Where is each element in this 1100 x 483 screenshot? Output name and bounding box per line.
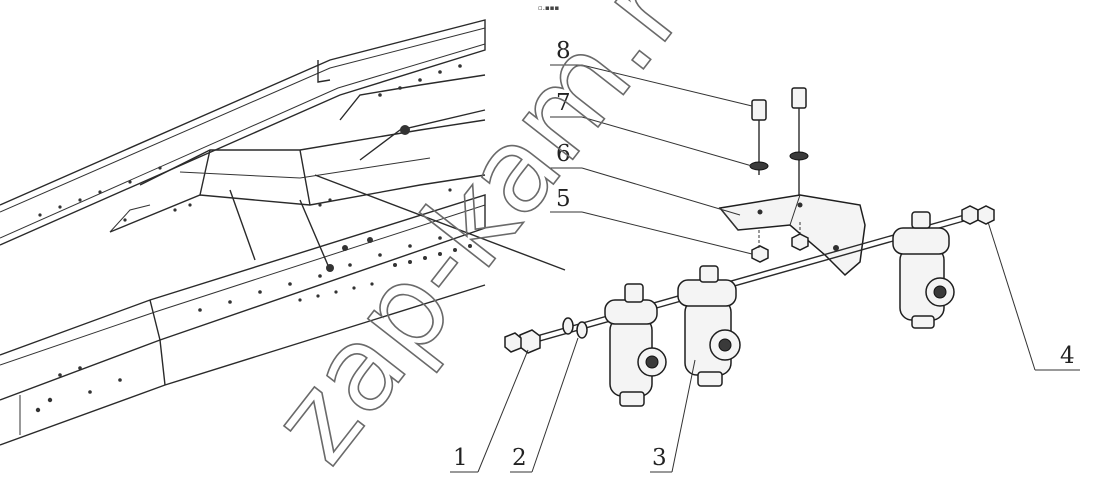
callout-labels: 8 7 6 5 4 1 2 3 [453, 38, 1075, 471]
washer-2 [562, 317, 588, 339]
callout-1: 1 [453, 445, 468, 471]
callout-4: 4 [1060, 343, 1075, 369]
valve-unit-left [604, 283, 667, 407]
corner-mark: ▫.▪▪▪ [538, 4, 559, 12]
washer-7 [749, 151, 809, 171]
callout-5: 5 [556, 186, 571, 212]
callout-3: 3 [652, 445, 667, 471]
callout-6: 6 [556, 141, 571, 167]
callout-2: 2 [512, 445, 527, 471]
bracket-6 [718, 194, 866, 277]
bolt-8 [751, 87, 807, 195]
leader-lines [450, 64, 1080, 473]
valve-unit-middle [677, 265, 741, 387]
callout-7: 7 [556, 90, 571, 116]
valve-assembly-view [504, 87, 995, 407]
nut-5 [751, 222, 809, 263]
valve-unit-right [892, 211, 955, 329]
chassis-frame-view [0, 19, 566, 446]
callout-8: 8 [556, 38, 571, 64]
watermark: zap-kam.ru [246, 0, 755, 483]
nut-4 [961, 205, 995, 225]
bolt-1 [504, 329, 541, 354]
